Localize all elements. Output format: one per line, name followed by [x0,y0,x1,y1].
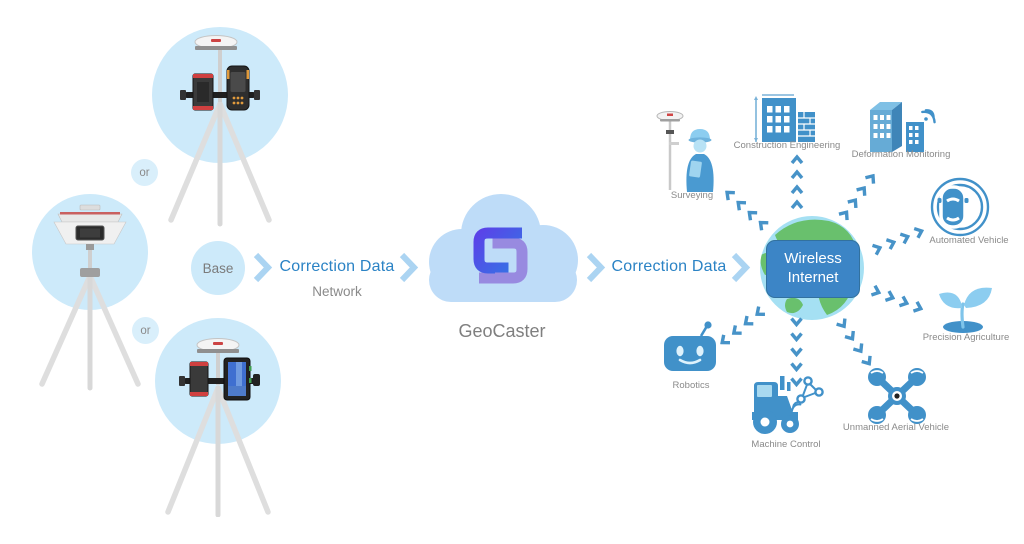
geocaster-cloud-icon [429,194,578,302]
automated-vehicle-icon [930,177,990,237]
precision-agriculture-label: Precision Agriculture [922,332,1010,343]
trail-to-automated-vehicle [869,223,927,258]
base-station-tripod-tablet-icon [155,318,281,517]
construction-engineering-label: Construction Engineering [733,140,841,151]
geocaster-label: GeoCaster [458,321,546,341]
base-station-tripod-controller-icon [152,27,288,227]
construction-engineering-icon [754,94,815,142]
trail-to-deformation [835,169,880,223]
base-label: Base [202,260,234,276]
network-label: Network [312,284,362,299]
surveying-label: Surveying [670,190,714,201]
wireless-label: Wireless [784,250,842,268]
trail-to-uav [833,315,877,370]
flow-chevron-1-icon [253,252,273,283]
flow-chevron-2-icon [399,252,419,283]
deformation-monitoring-label: Deformation Monitoring [851,149,951,160]
uav-icon [868,368,926,424]
base-bubble: Base [191,241,245,295]
trail-to-machine-control [789,316,804,387]
robotics-icon [664,321,716,371]
trail-to-robotics [716,303,769,350]
or-separator-1: or [131,159,158,186]
flow-chevron-4-icon [731,252,751,283]
robotics-label: Robotics [672,380,710,391]
automated-vehicle-label: Automated Vehicle [929,235,1009,246]
machine-control-icon [752,376,824,434]
or-label-1: or [139,166,150,179]
surveying-icon [656,111,714,192]
geocaster-logo-icon [473,227,528,284]
deformation-monitoring-icon [870,102,936,152]
trail-to-surveying [720,185,772,234]
wireless-internet-badge: Wireless Internet [766,240,860,298]
internet-label: Internet [787,269,839,286]
machine-control-label: Machine Control [751,439,821,450]
trail-to-construction [790,154,805,211]
or-separator-2: or [132,317,159,344]
trail-to-precision-agriculture [868,282,926,316]
correction-data-right-label: Correction Data [611,258,727,275]
correction-data-left-label: Correction Data [279,258,395,275]
or-label-2: or [140,324,151,337]
flow-chevron-3-icon [586,252,606,283]
uav-label: Unmanned Aerial Vehicle [842,422,950,433]
base-station-tripod-receiver-icon [32,194,148,391]
precision-agriculture-icon [939,287,992,333]
